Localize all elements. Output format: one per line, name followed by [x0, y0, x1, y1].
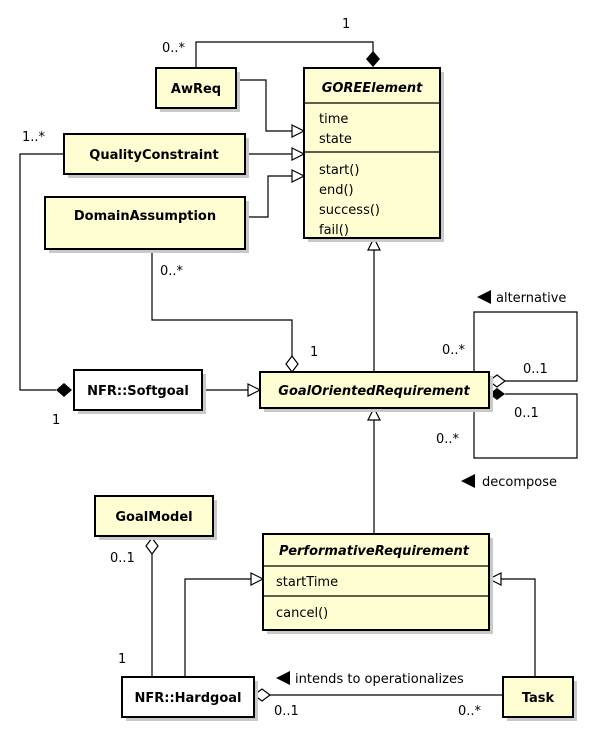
alternative-self-association	[473, 311, 578, 382]
multiplicity-label: 1	[342, 17, 350, 32]
attribute: state	[319, 132, 352, 147]
multiplicity-label: 0..1	[110, 551, 135, 566]
class-goalorientedrequirement[interactable]: GoalOrientedRequirement	[259, 371, 493, 412]
decompose-direction-icon	[461, 474, 475, 488]
multiplicity-label: 0..*	[436, 432, 460, 447]
multiplicity-label: 0..1	[514, 406, 539, 421]
association-label: intends to operationalizes	[295, 672, 464, 687]
qualityconstraint-softgoal-composition	[19, 153, 64, 391]
class-name: Task	[522, 691, 555, 706]
multiplicity-label: 1	[118, 652, 126, 667]
operation: fail()	[319, 223, 349, 238]
class-awreq[interactable]: AwReq	[155, 67, 240, 112]
decompose-self-association	[473, 393, 578, 459]
multiplicity-label: 1..*	[22, 130, 46, 145]
class-name: NFR::Hardgoal	[134, 691, 241, 706]
domainassumption-gor-aggregation	[151, 250, 293, 356]
multiplicity-label: 0..*	[458, 704, 482, 719]
multiplicity-label: 0..*	[162, 41, 186, 56]
multiplicity-label: 1	[52, 413, 60, 428]
multiplicity-label: 0..*	[442, 343, 466, 358]
intends-direction-icon	[276, 671, 290, 685]
class-performativerequirement[interactable]: PerformativeRequirement startTime cancel…	[262, 533, 493, 634]
class-name: NFR::Softgoal	[87, 384, 189, 399]
operation: start()	[319, 163, 359, 178]
class-name: GoalModel	[115, 510, 192, 525]
task-generalization	[489, 579, 536, 677]
multiplicity-label: 0..1	[523, 362, 548, 377]
class-softgoal[interactable]: NFR::Softgoal	[73, 369, 206, 414]
association-label: alternative	[496, 291, 566, 306]
attribute: time	[319, 112, 348, 127]
multiplicity-label: 0..1	[274, 704, 299, 719]
awreq-generalization	[236, 79, 304, 131]
multiplicity-label: 0..*	[160, 264, 184, 279]
attribute: startTime	[276, 575, 338, 590]
aggregation-diamond	[285, 355, 299, 373]
operation: success()	[319, 203, 380, 218]
operation: cancel()	[276, 606, 328, 621]
class-qualityconstraint[interactable]: QualityConstraint	[63, 133, 249, 178]
class-goreelement[interactable]: GOREElement time state start() end() suc…	[303, 67, 444, 242]
class-hardgoal[interactable]: NFR::Hardgoal	[121, 676, 258, 721]
domainassumption-generalization	[245, 176, 304, 218]
class-name: QualityConstraint	[89, 148, 218, 163]
class-task[interactable]: Task	[502, 676, 577, 721]
composition-diamond	[366, 51, 380, 67]
class-name: GoalOrientedRequirement	[278, 384, 470, 399]
alternative-direction-icon	[477, 290, 491, 304]
association-label: decompose	[482, 475, 557, 490]
class-name: GOREElement	[322, 81, 423, 96]
awreq-goreelement-composition	[195, 41, 374, 68]
class-name: AwReq	[171, 82, 221, 97]
class-name: PerformativeRequirement	[279, 544, 470, 559]
class-name: DomainAssumption	[74, 209, 216, 224]
class-domainassumption[interactable]: DomainAssumption	[44, 196, 249, 253]
multiplicity-label: 1	[310, 345, 318, 360]
aggregation-diamond	[145, 537, 159, 555]
composition-diamond	[56, 383, 72, 397]
class-goalmodel[interactable]: GoalModel	[94, 495, 217, 540]
operation: end()	[319, 183, 354, 198]
hardgoal-generalization	[184, 579, 263, 677]
